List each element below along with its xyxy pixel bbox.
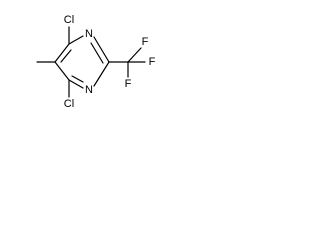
substituent-bonds [36,26,146,98]
atom-cl-bottom: Cl [64,98,74,110]
bond-n1-c6-inner [71,75,84,83]
bond-n3-c2 [93,36,110,63]
bond-c5-c4 [54,43,70,63]
bond-c5-c4-inner [60,49,72,63]
pyrimidine-ring-bonds [54,35,110,89]
atom-n-bottom: N [85,84,93,96]
bond-n3-c2-inner [90,42,104,64]
atom-f-top: F [142,36,149,48]
bond-c2-n1 [93,61,110,87]
bond-cf3-f-top [127,47,142,63]
atom-labels: Cl N N Cl F F F [64,14,156,110]
bond-n1-c6 [68,79,84,89]
atom-f-right: F [149,56,156,68]
atom-cl-top: Cl [64,14,74,26]
bond-c4-n3 [68,35,84,45]
atom-f-bottom: F [125,78,132,90]
molecule-structure: Cl N N Cl F F F [36,14,156,110]
bond-c6-c5 [54,61,70,81]
atom-n-top: N [85,28,93,40]
